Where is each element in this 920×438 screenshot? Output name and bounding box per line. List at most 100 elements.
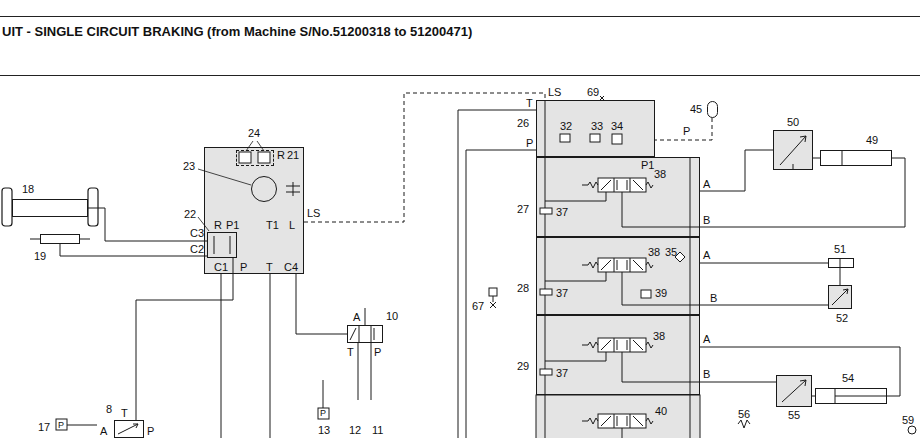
hydraulic-line xyxy=(323,380,324,408)
port-label: 35 xyxy=(665,246,677,258)
port-label: P1 xyxy=(641,159,654,171)
component-outline: 24 xyxy=(236,150,274,166)
callout-number: 50 xyxy=(787,116,799,128)
valve-section-outline xyxy=(536,395,700,438)
port-label: P xyxy=(147,425,154,437)
hydraulic-line xyxy=(304,93,545,222)
port-label: L xyxy=(289,219,295,231)
small-valve-symbol xyxy=(612,134,622,144)
hydraulic-line xyxy=(60,244,207,256)
valve-detail xyxy=(832,289,848,305)
port-label: B xyxy=(710,292,717,304)
hydraulic-line xyxy=(655,118,712,140)
valve-detail xyxy=(780,136,806,170)
port-label: 69 xyxy=(587,86,599,98)
hydraulic-line xyxy=(700,382,776,383)
valve-detail xyxy=(835,150,887,404)
port-label: 38 xyxy=(653,330,665,342)
component-outline: 54 xyxy=(815,388,887,404)
port-label: P xyxy=(683,125,690,137)
port-label: A xyxy=(353,311,360,323)
hydraulic-line xyxy=(296,274,347,334)
component-outline: 19 xyxy=(40,234,80,244)
frame-line xyxy=(0,75,920,76)
small-valve-symbol xyxy=(56,134,685,430)
callout-number: 19 xyxy=(34,250,46,262)
component-outline: 55 xyxy=(776,375,812,407)
leader-line xyxy=(198,141,264,231)
port-label: 37 xyxy=(556,367,568,379)
hydraulic-line xyxy=(700,150,773,191)
housing-fill xyxy=(536,100,655,157)
port-label: 56 xyxy=(738,408,750,420)
component-outline: 10 xyxy=(347,325,383,343)
callout-number: 52 xyxy=(836,312,848,324)
valve-detail xyxy=(118,424,138,434)
frame-line xyxy=(0,16,920,17)
callout-number: 49 xyxy=(866,134,878,146)
hydraulic-line xyxy=(67,100,700,438)
port-label: P xyxy=(526,137,533,149)
valve-detail xyxy=(214,236,230,254)
hydraulic-line xyxy=(136,258,233,420)
hydraulic-line xyxy=(700,158,905,227)
spool-symbol xyxy=(582,418,653,424)
wheel-symbol xyxy=(2,188,98,239)
small-valve-symbol xyxy=(56,419,67,430)
port-label: 12 xyxy=(349,424,361,436)
small-valve-symbol xyxy=(258,152,270,163)
port-label: A xyxy=(100,425,107,437)
spool-symbol xyxy=(582,182,653,188)
port-label: T1 xyxy=(266,219,279,231)
callout-number: 55 xyxy=(788,409,800,421)
port-label: 39 xyxy=(655,287,667,299)
spool-symbol xyxy=(598,338,646,352)
port-label: C2 xyxy=(190,243,204,255)
housing-fill xyxy=(776,375,812,407)
port-label: 11 xyxy=(372,424,383,436)
component-outline: 23 xyxy=(251,176,277,202)
spool-symbol xyxy=(582,178,653,428)
valve-detail xyxy=(350,325,374,343)
component-outline: 27 xyxy=(536,157,700,237)
hydraulic-line xyxy=(466,150,536,438)
spool-symbol xyxy=(601,338,643,352)
leader-line xyxy=(198,169,251,185)
callout-number: 51 xyxy=(834,243,846,255)
housing-fill xyxy=(536,157,700,438)
spool-symbol xyxy=(601,258,643,272)
diagram-title: UIT - SINGLE CIRCUIT BRAKING (from Machi… xyxy=(2,24,472,39)
port-label: 38 xyxy=(648,246,660,258)
spool-symbol xyxy=(598,414,646,428)
port-label: B xyxy=(703,368,710,380)
spool-symbol xyxy=(601,178,643,192)
spool-symbol xyxy=(601,414,643,428)
port-label: LS xyxy=(548,86,561,98)
port-label: T xyxy=(266,261,273,273)
port-label: 38 xyxy=(654,168,666,180)
callout-number: 29 xyxy=(517,360,529,372)
callout-number: 21 xyxy=(287,149,299,161)
small-valve-symbol xyxy=(540,289,552,295)
callout-number: 28 xyxy=(517,282,529,294)
port-label: T xyxy=(526,97,533,109)
small-valve-symbol xyxy=(590,134,600,142)
callout-number: 54 xyxy=(842,372,854,384)
small-valve-symbol xyxy=(540,369,552,375)
spool-symbol xyxy=(598,178,646,192)
port-label: 37 xyxy=(556,206,568,218)
component-outline: 8 xyxy=(114,420,144,438)
valve-detail xyxy=(286,182,300,196)
port-label: C3 xyxy=(190,227,204,239)
frame-line xyxy=(0,17,920,76)
port-label: 33 xyxy=(591,120,603,132)
port-label: A xyxy=(703,333,710,345)
hydraulic-line xyxy=(622,428,623,438)
component-outline: 52 xyxy=(828,285,852,309)
callout-number: 18 xyxy=(22,183,34,195)
port-label: B xyxy=(703,214,710,226)
port-label: P xyxy=(374,346,381,358)
spool-symbol xyxy=(582,262,653,268)
